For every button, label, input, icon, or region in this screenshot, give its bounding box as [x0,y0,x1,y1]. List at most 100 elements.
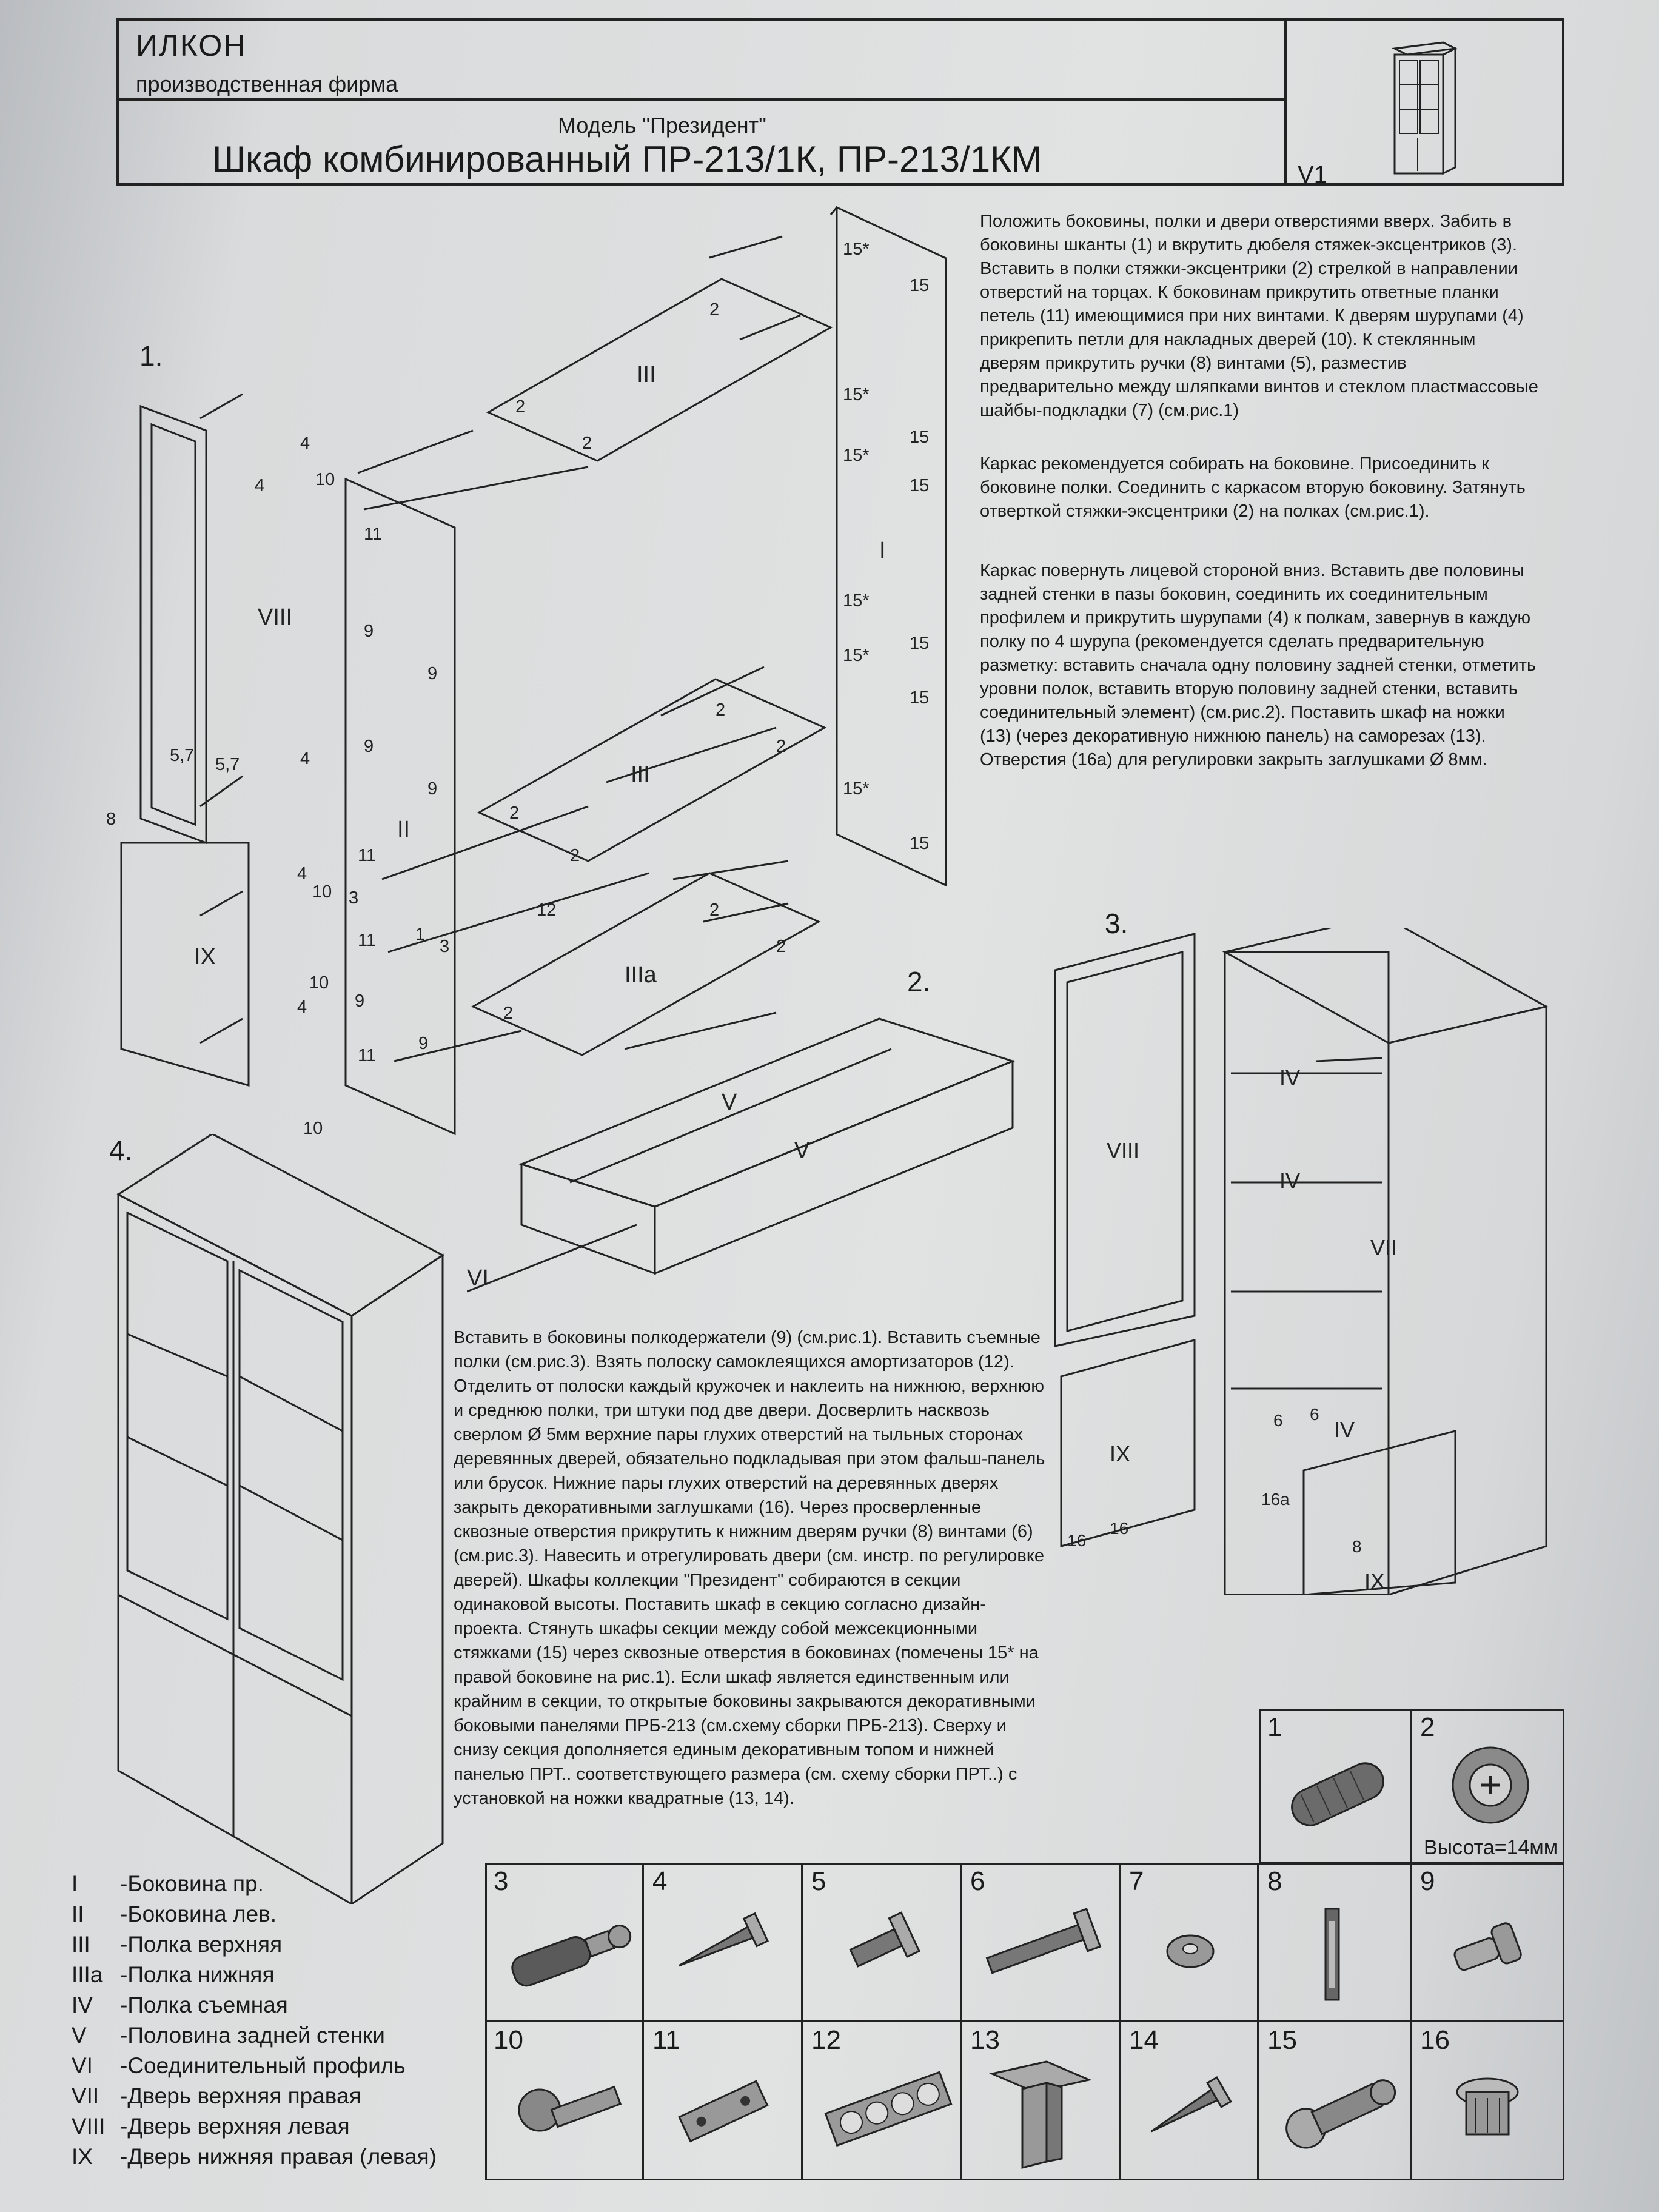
variant-label: V1 [1298,161,1327,188]
svg-text:15*: 15* [843,385,870,404]
svg-text:5,7: 5,7 [215,755,240,774]
part-cell: 7 [1121,1863,1259,2022]
svg-text:15*: 15* [843,646,870,665]
svg-text:6: 6 [1273,1411,1283,1430]
svg-text:9: 9 [418,1034,428,1053]
header-divider [116,98,1287,101]
part-cell: 9 [1412,1863,1564,2022]
company-name: ИЛКОН [136,28,247,62]
svg-text:V: V [794,1138,810,1164]
svg-text:16a: 16a [1261,1490,1290,1509]
legend-row: V-Половина задней стенки [72,2023,385,2048]
page-title: Шкаф комбинированный ПР-213/1К, ПР-213/1… [212,139,1042,179]
figure-2-back-panel: V V VI [467,982,1025,1322]
figure-1-number: 1. [139,340,163,372]
svg-text:4: 4 [300,434,310,453]
svg-text:16: 16 [1110,1519,1128,1538]
figure-4-number: 4. [109,1134,133,1166]
svg-text:III: III [631,762,650,788]
svg-text:2: 2 [582,434,592,453]
svg-text:2: 2 [776,737,786,756]
svg-text:15: 15 [910,427,929,447]
svg-text:8: 8 [106,809,116,829]
figure-4-finished-cabinet [109,1134,449,1904]
svg-text:9: 9 [364,622,374,641]
part-cell: 5 [803,1863,962,2022]
cam-height-note: Высота=14мм [1424,1836,1558,1859]
hinge-plate-icon [678,2080,769,2143]
svg-text:10: 10 [309,973,329,993]
svg-text:15: 15 [910,476,929,495]
part-cell: 13 [962,2022,1121,2180]
long-screw-icon [985,1908,1102,1974]
svg-text:11: 11 [358,1046,376,1065]
svg-text:15: 15 [910,688,929,708]
svg-text:1: 1 [415,925,425,944]
svg-text:16: 16 [1067,1531,1086,1550]
svg-text:5,7: 5,7 [170,746,194,765]
part-cell: 2 Высота=14мм [1412,1709,1564,1864]
plug-cap-icon [1456,2077,1519,2136]
part-cell: 12 [803,2022,962,2180]
svg-text:15*: 15* [843,240,870,259]
svg-text:10: 10 [315,470,335,489]
svg-text:12: 12 [537,900,556,920]
svg-text:6: 6 [1310,1405,1319,1424]
svg-text:2: 2 [509,803,519,823]
figure-3-number: 3. [1105,908,1128,939]
legend-row: VIII-Дверь верхняя левая [72,2114,350,2139]
handle-icon [1324,1908,1340,2001]
svg-text:IX: IX [1110,1441,1130,1466]
svg-text:IX: IX [194,944,216,970]
wood-screw-icon [678,1912,769,1967]
part-cell: 10 [485,2022,644,2180]
svg-text:15: 15 [910,276,929,295]
company-subtitle: производственная фирма [136,72,398,96]
instructions-block-2: Каркас рекомендуется собирать на боковин… [980,454,1526,521]
svg-text:3: 3 [349,888,358,908]
square-leg-icon [989,2060,1092,2169]
svg-text:III: III [637,362,656,387]
part-cell: 6 [962,1863,1121,2022]
shelf-support-icon [1453,1922,1522,1971]
model-name: Модель "Президент" [558,113,766,138]
svg-text:10: 10 [303,1119,323,1138]
svg-text:4: 4 [297,997,307,1017]
washer-icon [1166,1934,1215,1968]
eccentric-cam-icon [1452,1746,1529,1824]
hinge-icon [518,2085,622,2132]
svg-text:2: 2 [776,937,786,956]
part-cell: 1 [1259,1709,1412,1864]
svg-text:V: V [722,1090,737,1115]
legend-row: II-Боковина лев. [72,1902,277,1926]
svg-text:VIII: VIII [258,605,292,630]
svg-text:11: 11 [364,525,382,544]
svg-text:10: 10 [312,882,332,902]
figure-3-door-install: VIII IX IV IV IV VII IX 6 6 16a 8 16 16 [1049,928,1558,1595]
svg-text:11: 11 [358,846,376,865]
svg-text:2: 2 [503,1004,513,1023]
part-cell: 4 [644,1863,803,2022]
svg-text:15: 15 [910,834,929,853]
self-tapping-screw-icon [1150,2076,1232,2133]
svg-text:IV: IV [1279,1168,1300,1193]
legend-row: IIIa-Полка нижняя [72,1962,275,1987]
svg-text:2: 2 [709,300,719,320]
legend-row: VI-Соединительный профиль [72,2053,406,2078]
svg-text:VI: VI [467,1265,489,1291]
svg-text:I: I [879,538,886,563]
svg-text:4: 4 [300,749,310,768]
svg-text:IIIa: IIIa [625,962,657,988]
bumper-strip-icon [824,2071,953,2147]
parts-table [485,1863,1564,2180]
svg-text:15: 15 [910,634,929,653]
svg-text:IV: IV [1334,1417,1355,1442]
connector-screw-icon [1285,2079,1396,2149]
part-cell: 3 [485,1863,644,2022]
header-thumb-divider [1284,18,1287,186]
svg-text:VIII: VIII [1107,1138,1139,1163]
svg-text:3: 3 [440,937,449,956]
svg-text:2: 2 [716,700,725,720]
header-frame [116,18,1564,186]
legend-row: I-Боковина пр. [72,1871,264,1896]
